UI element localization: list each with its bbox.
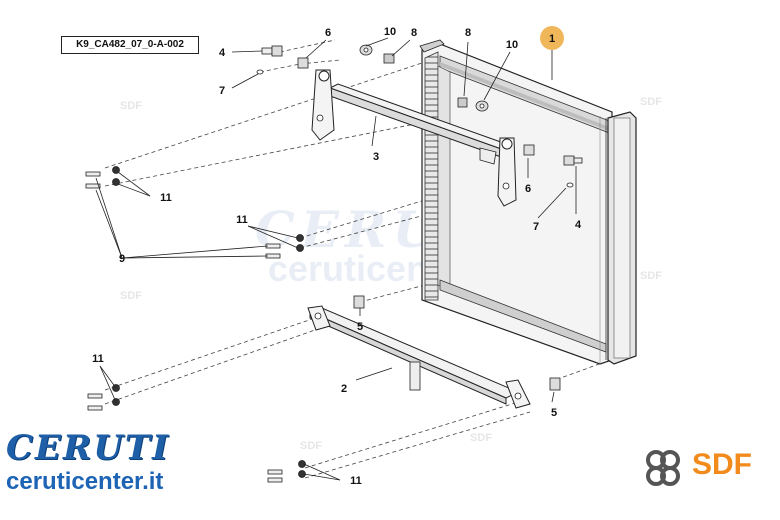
callout-4-top: 4 (219, 47, 226, 59)
callout-1: 1 (549, 33, 555, 45)
brand-logo: CERUTI (6, 428, 171, 468)
assembly-lines (104, 39, 611, 479)
watermark-sdf-5: SDF (300, 440, 322, 452)
sdf-logo-text: SDF (692, 448, 752, 481)
watermark-sdf-1: SDF (120, 100, 142, 112)
callout-2: 2 (341, 383, 347, 395)
callout-8-top: 8 (411, 27, 417, 39)
drawing-code: K9_CA482_07_0-A-002 (61, 36, 199, 54)
callout-5-right: 5 (551, 407, 557, 419)
callout-10-top: 10 (384, 26, 396, 38)
watermark-sdf-2: SDF (640, 96, 662, 108)
part-1-highlight (540, 26, 564, 50)
callout-11-upper: 11 (160, 192, 172, 204)
callout-7-top: 7 (219, 85, 225, 97)
callout-8-right: 8 (465, 27, 471, 39)
callout-6-right: 6 (525, 183, 531, 195)
ceruti-brand: CERUTI ceruticenter.it (6, 430, 236, 500)
radiator-core (419, 39, 637, 365)
watermark-sdf-6: SDF (470, 432, 492, 444)
sdf-mark-icon (646, 450, 680, 486)
callout-11-middle: 11 (236, 214, 248, 226)
brand-site: ceruticenter.it (6, 468, 164, 495)
callout-5-left: 5 (357, 321, 363, 333)
callout-7-right: 7 (533, 221, 539, 233)
lower-bracket (307, 305, 531, 409)
upper-bracket (311, 69, 517, 207)
hardware (85, 44, 583, 483)
callout-3: 3 (373, 151, 379, 163)
callout-10-right: 10 (506, 39, 518, 51)
callout-4-right: 4 (575, 219, 582, 231)
leader-lines (95, 37, 577, 481)
callout-6-top: 6 (325, 27, 331, 39)
watermark-sdf-3: SDF (120, 290, 142, 302)
callout-11-bottom: 11 (350, 475, 362, 487)
watermark-sdf-4: SDF (640, 270, 662, 282)
sdf-brand: SDF (640, 446, 780, 490)
callout-11-lower: 11 (92, 353, 104, 365)
callout-9: 9 (119, 253, 125, 265)
